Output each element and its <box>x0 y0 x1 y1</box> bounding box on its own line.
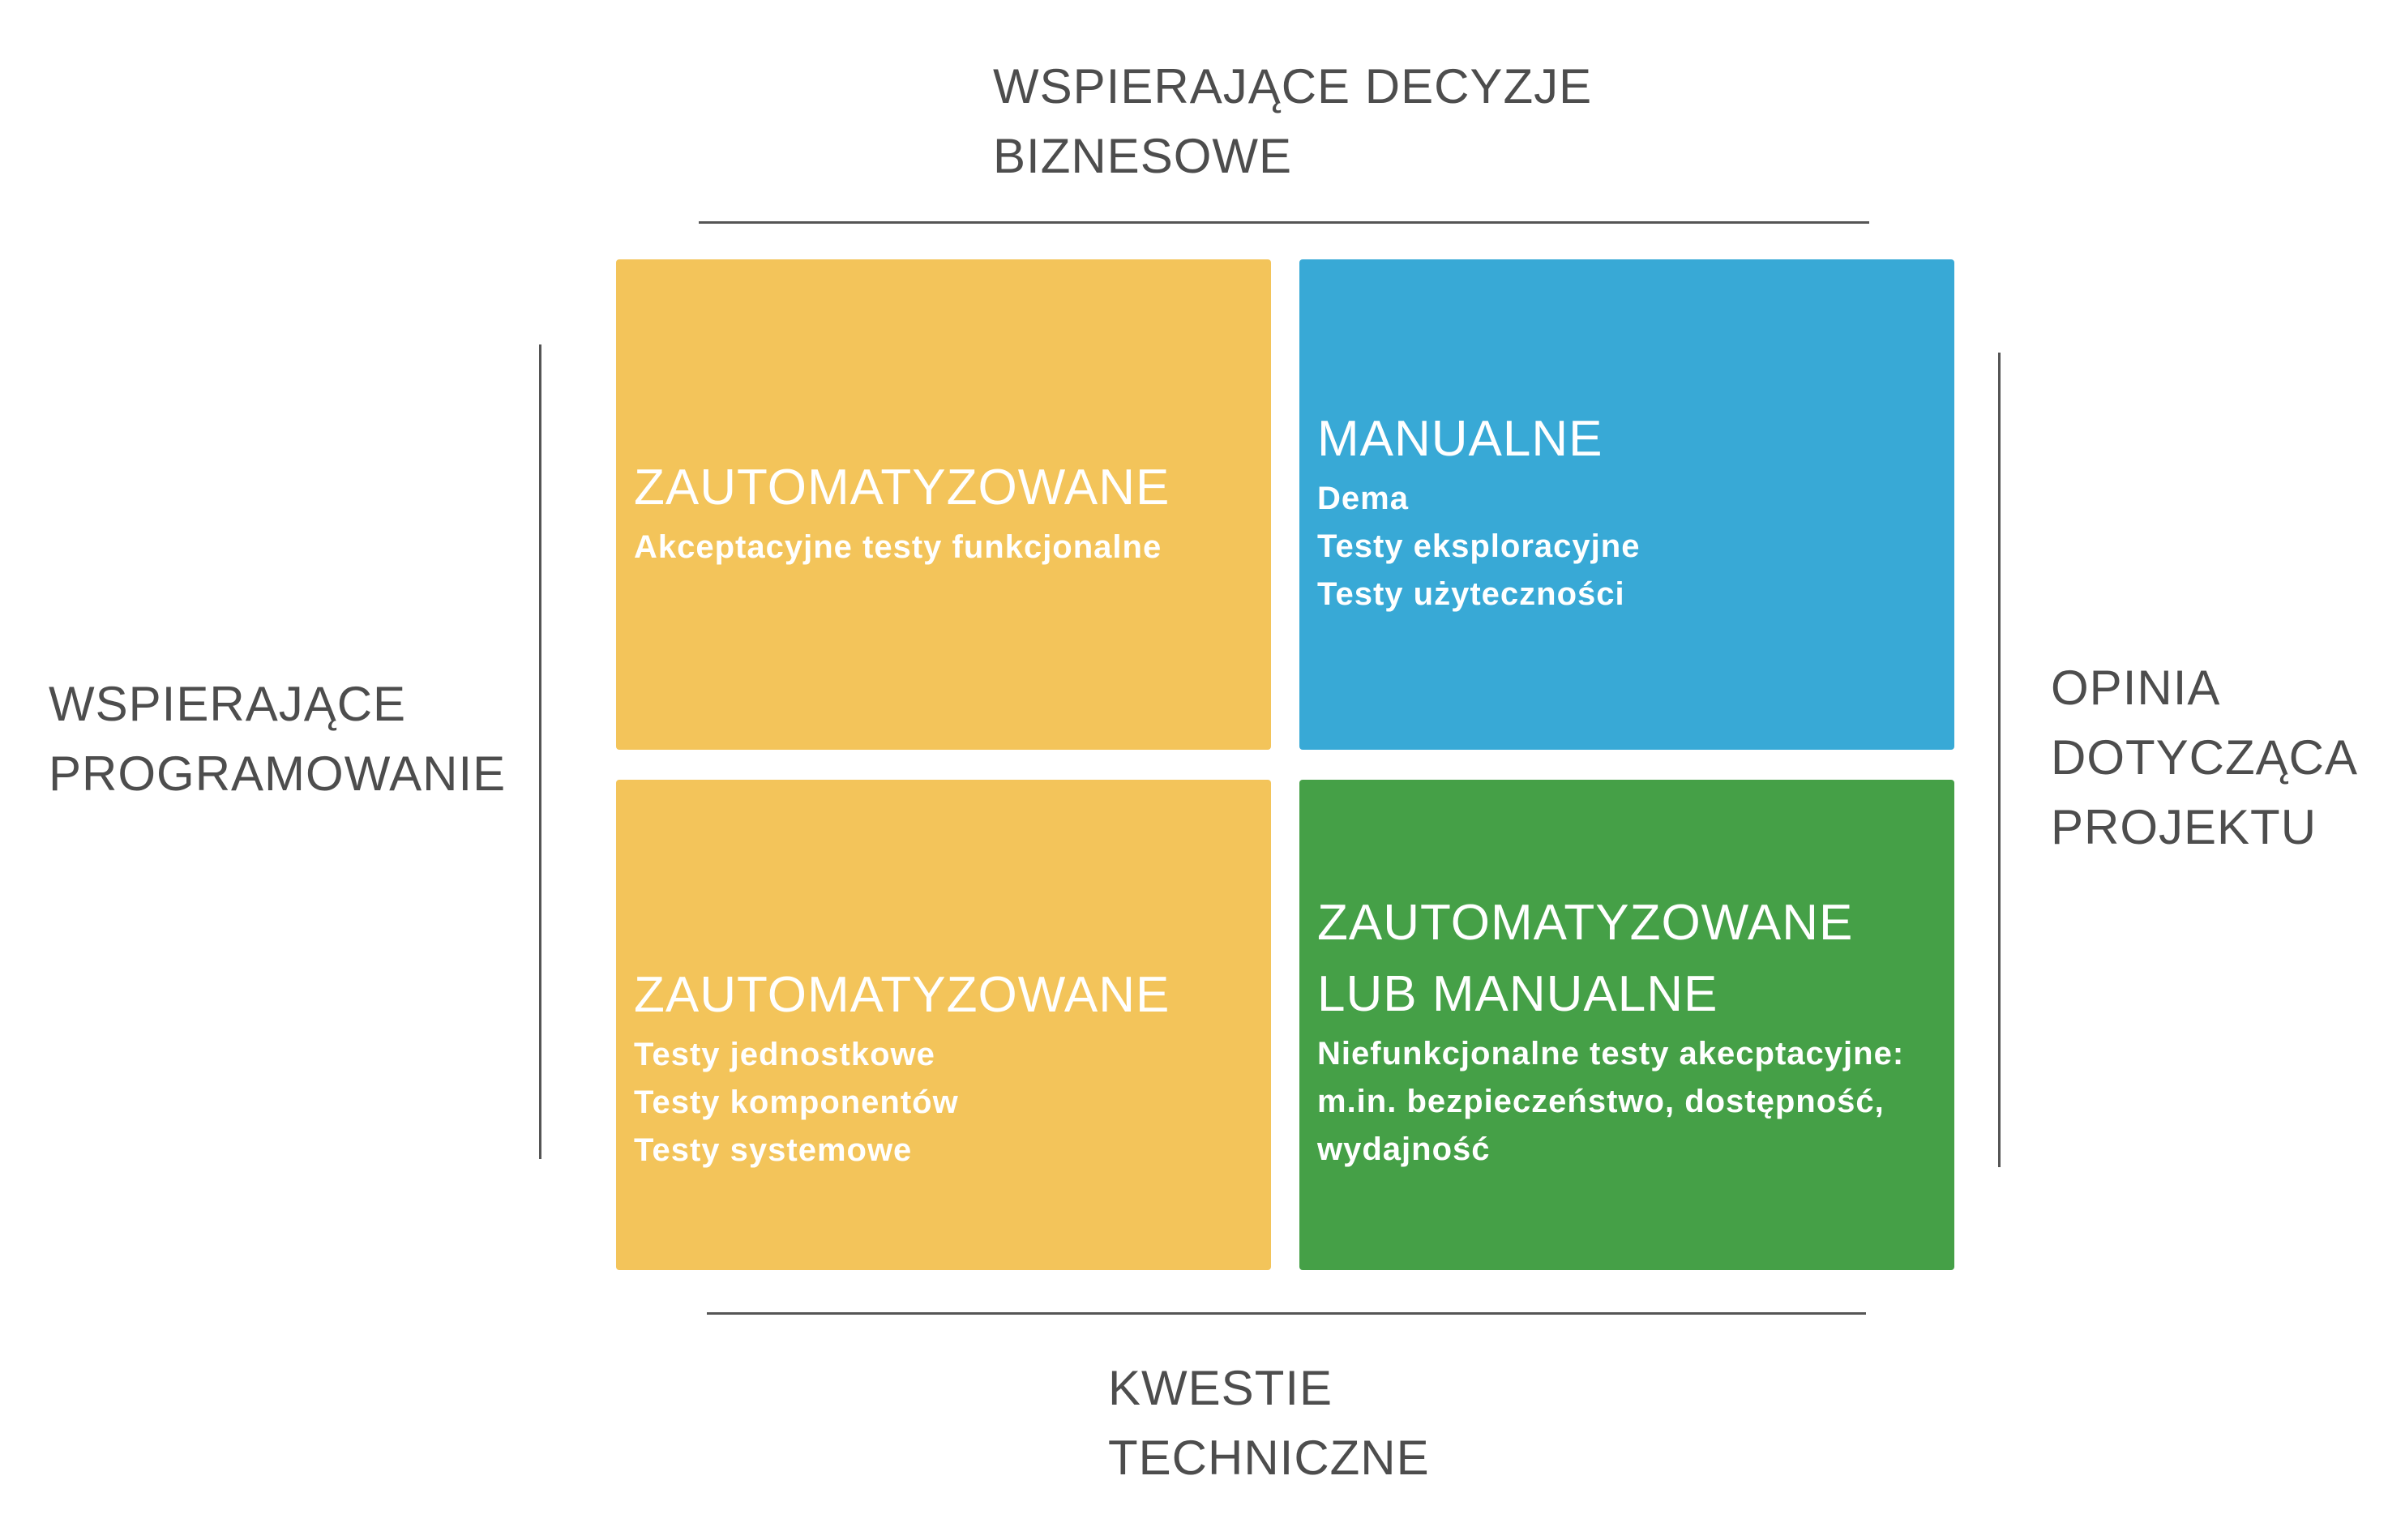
divider-bottom <box>707 1312 1866 1315</box>
quadrant-top-left-title: ZAUTOMATYZOWANE <box>634 452 1255 524</box>
quadrant-top-left: ZAUTOMATYZOWANE Akceptacyjne testy funkc… <box>616 259 1271 750</box>
list-item: Testy komponentów <box>634 1084 959 1120</box>
list-item: Dema <box>1317 481 1409 516</box>
axis-label-bottom: KWESTIE TECHNICZNE <box>1108 1354 1430 1493</box>
axis-label-right-line-3: PROJEKTU <box>2051 800 2317 854</box>
axis-label-top-line-2: BIZNESOWE <box>993 129 1293 183</box>
quadrant-bottom-left: ZAUTOMATYZOWANE Testy jednostkowe Testy … <box>616 780 1271 1270</box>
axis-label-top-line-1: WSPIERAJĄCE DECYZJE <box>993 59 1593 113</box>
axis-label-left-line-1: WSPIERAJĄCE <box>49 677 407 731</box>
quadrant-bottom-right: ZAUTOMATYZOWANE LUB MANUALNE Niefunkcjon… <box>1299 780 1954 1270</box>
axis-label-top: WSPIERAJĄCE DECYZJE BIZNESOWE <box>993 52 1592 191</box>
axis-label-bottom-line-2: TECHNICZNE <box>1108 1431 1430 1485</box>
quadrant-top-right: MANUALNE Dema Testy eksploracyjne Testy … <box>1299 259 1954 750</box>
list-item: Testy jednostkowe <box>634 1037 935 1072</box>
axis-label-left-line-2: PROGRAMOWANIE <box>49 746 507 801</box>
quadrant-bottom-right-list: Niefunkcjonalne testy akecptacyjne: m.in… <box>1317 1030 1938 1174</box>
list-item: Testy eksploracyjne <box>1317 528 1641 564</box>
divider-left <box>539 344 541 1159</box>
list-item: Akceptacyjne testy funkcjonalne <box>634 529 1162 565</box>
list-item: Niefunkcjonalne testy akecptacyjne: <box>1317 1036 1905 1072</box>
list-item: Testy użyteczności <box>1317 576 1625 612</box>
quadrant-bottom-right-title-line-1: ZAUTOMATYZOWANE <box>1317 895 1854 951</box>
quadrant-top-right-list: Dema Testy eksploracyjne Testy użyteczno… <box>1317 475 1938 618</box>
list-item: Testy systemowe <box>634 1132 913 1168</box>
list-item: m.in. bezpieczeństwo, dostępność, <box>1317 1084 1885 1119</box>
divider-top <box>699 221 1869 224</box>
quadrant-top-left-title-line-1: ZAUTOMATYZOWANE <box>634 460 1170 515</box>
axis-label-right: OPINIA DOTYCZĄCA PROJEKTU <box>2051 653 2358 862</box>
quadrant-bottom-left-title: ZAUTOMATYZOWANE <box>634 960 1255 1031</box>
axis-label-right-line-2: DOTYCZĄCA <box>2051 730 2359 785</box>
quadrant-bottom-right-title-line-2: LUB MANUALNE <box>1317 966 1718 1022</box>
quadrant-top-left-list: Akceptacyjne testy funkcjonalne <box>634 524 1255 571</box>
quadrant-bottom-right-title: ZAUTOMATYZOWANE LUB MANUALNE <box>1317 888 1938 1030</box>
list-item: wydajność <box>1317 1131 1491 1167</box>
quadrant-top-right-title: MANUALNE <box>1317 404 1938 475</box>
quadrant-top-right-title-line-1: MANUALNE <box>1317 411 1603 467</box>
axis-label-left: WSPIERAJĄCE PROGRAMOWANIE <box>49 669 506 809</box>
quadrant-bottom-left-title-line-1: ZAUTOMATYZOWANE <box>634 967 1170 1023</box>
quadrant-bottom-left-list: Testy jednostkowe Testy komponentów Test… <box>634 1031 1255 1174</box>
axis-label-bottom-line-1: KWESTIE <box>1108 1361 1333 1415</box>
axis-label-right-line-1: OPINIA <box>2051 661 2221 715</box>
divider-right <box>1998 353 2001 1167</box>
